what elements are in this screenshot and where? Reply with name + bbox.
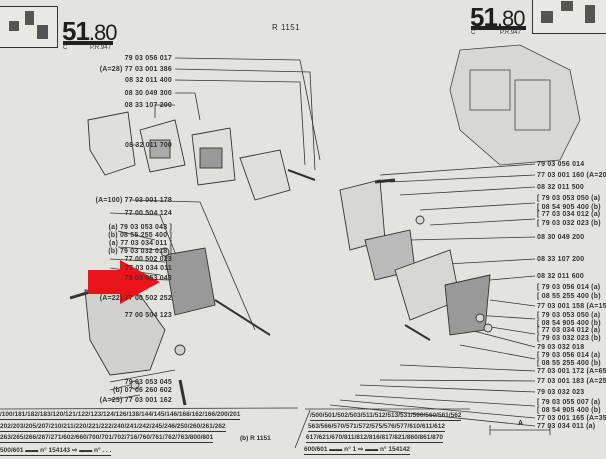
part-number-label: [ 79 03 055 007 (a)	[537, 399, 601, 406]
part-number-label: (A=28) 77 03 001 386	[99, 66, 172, 73]
table-row: 617/621/670/811/812/816/817/821/860/861/…	[306, 434, 443, 443]
part-number-label: 08 32 011 400	[125, 77, 172, 84]
part-number-label: (a) 79 03 053 043 ]	[108, 224, 172, 231]
upper-mounts-drawing	[87, 111, 316, 201]
part-number-label: [ 77 03 034 012 (a)	[537, 211, 601, 218]
engine-mount-thumbnail-icon	[9, 11, 48, 39]
part-number-label: [ 08 55 255 400 (b)	[537, 293, 601, 300]
part-number-label: 79 03 053 045	[124, 379, 172, 386]
left-code: C	[63, 45, 68, 51]
part-number-label: 79 03 032 023	[537, 389, 585, 396]
part-number-label: [ 79 03 056 014 (a)	[537, 284, 601, 291]
part-number-label: [ 08 55 255 400 (b)	[537, 360, 601, 367]
part-number-label: 08 32 011 500	[537, 184, 584, 191]
right-code: C	[471, 30, 476, 36]
part-number-label: 77 03 034 011 (a)	[537, 423, 596, 430]
left-title-bar	[63, 41, 113, 45]
part-number-label: 79 03 056 014	[537, 161, 585, 168]
right-title-bar	[471, 26, 526, 30]
table-row: 500/601 ▬▬ n° 154143 ⇨ ▬▬ n° . . .	[0, 446, 112, 456]
right-ref: P.R.947	[500, 30, 521, 36]
table-row: 263/265/266/267/271/602/660/700/701/702/…	[0, 434, 214, 443]
part-number-label: [ 08 54 905 400 (b)	[537, 204, 601, 211]
right-mounts-drawing	[339, 178, 493, 341]
part-number-label: 77 03 001 158 (A=15)	[537, 303, 606, 310]
part-number-label: [ 79 03 053 050 (a)	[537, 312, 601, 319]
left-ref: P.R.947	[90, 45, 111, 51]
part-number-label: [ 08 54 905 400 (b)	[537, 407, 601, 414]
table-rules	[0, 407, 551, 449]
part-number-label: 79 03 053 043	[124, 275, 172, 282]
table-row: 563/566/570/571/572/575/576/577/610/611/…	[308, 423, 445, 432]
table-row: 202/203/205/207/210/211/220/221/222/240/…	[0, 422, 226, 432]
part-number-label: 08 30 049 300	[124, 90, 172, 97]
part-number-label: (A=100) 77 03 001 178	[95, 197, 172, 204]
part-number-label: 77 03 034 011	[125, 265, 172, 272]
part-number-label: 08 30 049 200	[537, 234, 585, 241]
part-number-label: 77 00 504 124	[124, 210, 172, 217]
part-number-label: 79 03 032 018	[537, 344, 585, 351]
part-number-label: 77 03 001 160 (A=20)	[537, 172, 606, 179]
right-thumbnail-box	[532, 0, 606, 34]
part-number-label: [ 79 03 056 014 (a)	[537, 352, 601, 359]
mid-note: (b) R 1151	[240, 435, 271, 442]
table-row: /500/501/502/503/511/512/513/531/560/560…	[310, 412, 462, 421]
part-number-label: [ 08 54 905 400 (b)	[537, 320, 601, 327]
part-number-label: 08 33 107 200	[124, 102, 172, 109]
part-number-label: [ 79 03 032 023 (b)	[537, 335, 601, 342]
part-number-label: [ 77 03 034 012 (a)	[537, 327, 601, 334]
table-row: 600/601 ▬▬ n° 1 ⇨ ▬▬ n° 154142	[304, 446, 411, 455]
part-number-label: 79 03 056 017	[124, 55, 172, 62]
part-number-label: 08 33 107 200	[537, 256, 585, 263]
center-title: R 1151	[272, 23, 301, 32]
highlight-arrow-icon	[88, 260, 160, 304]
part-number-label: 77 03 001 172 (A=65)	[537, 368, 606, 375]
lower-left-mount-drawing	[69, 247, 271, 406]
part-number-label: (b) 08 55 255 400 ]	[108, 232, 172, 239]
part-number-label: [ 79 03 053 050 (a)	[537, 195, 601, 202]
table-row: /100/181/182/183/120/121/122/123/124/126…	[0, 411, 241, 420]
part-number-label: 77 03 001 183 (A=25)	[537, 378, 606, 385]
part-number-label: 77 03 001 165 (A=35) (b)	[537, 415, 606, 422]
part-number-label: (A=22) 77 00 502 252	[99, 295, 172, 302]
part-number-label: (b) 07 06 260 602	[112, 387, 172, 394]
part-number-label: 08 32 011 600	[537, 273, 584, 280]
dimension-label: A	[518, 420, 524, 427]
part-number-label: (A=25) 77 03 001 162	[99, 397, 172, 404]
transmission-drawing	[449, 44, 581, 166]
left-thumbnail-box	[0, 6, 58, 48]
part-number-label: 08 32 011 700	[125, 142, 172, 149]
part-number-label: (b) 79 03 032 018 ]	[108, 248, 172, 255]
engine-mount-thumbnail-icon	[541, 1, 595, 23]
part-number-label: [ 79 03 032 023 (b)	[537, 220, 601, 227]
part-number-label: 77 00 504 123	[124, 312, 172, 319]
part-number-label: (a) 77 03 034 011 ]	[109, 240, 172, 247]
part-number-label: 77 00 502 023	[124, 256, 172, 263]
